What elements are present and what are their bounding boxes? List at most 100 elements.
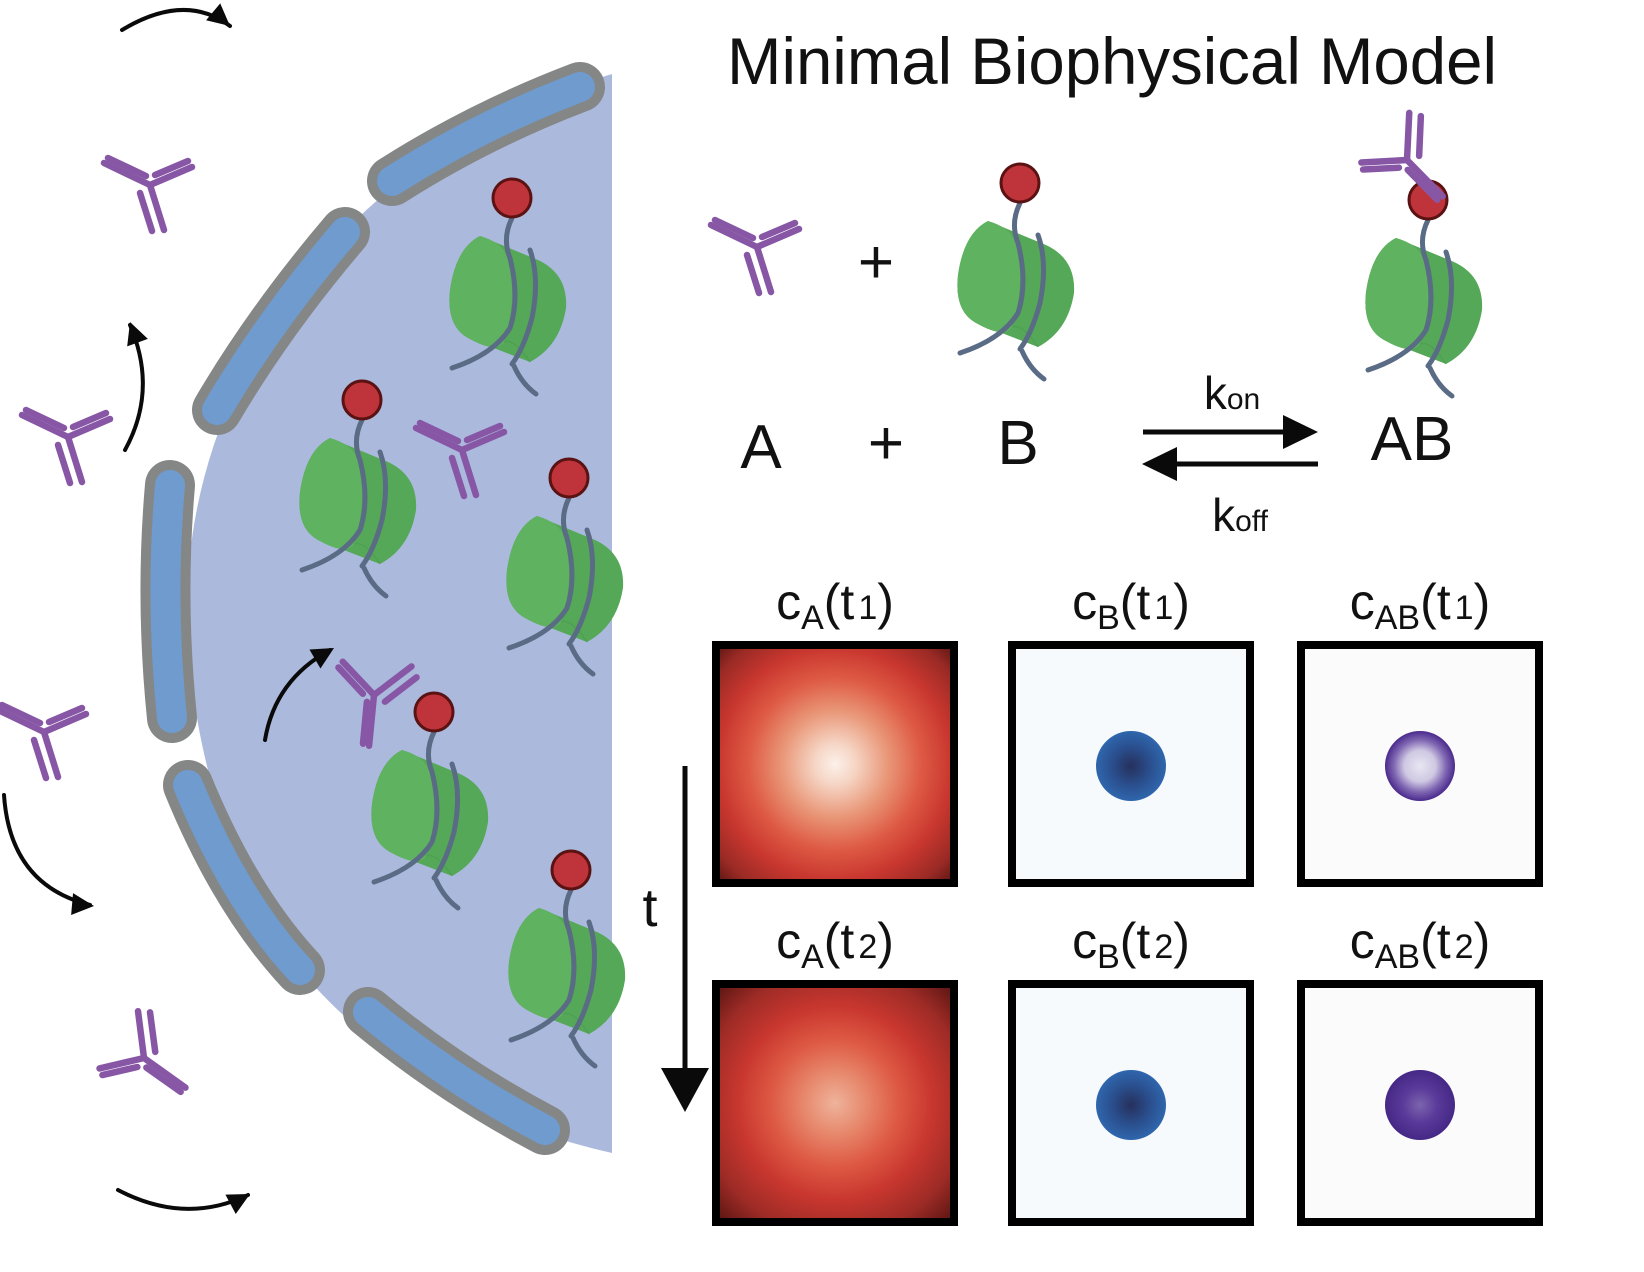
concentration-spot-ab xyxy=(1385,731,1455,801)
species-subscript: B xyxy=(1097,938,1120,976)
envelope-segment xyxy=(173,770,315,985)
paren-close: ) xyxy=(1474,913,1491,969)
nucleosome-core xyxy=(1365,220,1482,396)
species-subscript: AB xyxy=(1375,599,1420,637)
time-symbol: t xyxy=(1136,574,1150,630)
time-subscript: 1 xyxy=(1455,589,1474,627)
histone-mark xyxy=(341,379,383,421)
nucleosome-b xyxy=(957,162,1074,379)
motion-arrow xyxy=(116,1188,250,1215)
envelope-segment xyxy=(150,470,187,733)
nucleosome xyxy=(506,457,623,674)
motion-arrows xyxy=(2,3,334,1215)
paren-open: ( xyxy=(824,913,841,969)
k-on-subscript: on xyxy=(1227,383,1260,416)
reverse-reaction-arrow xyxy=(1142,447,1318,481)
antibody-icon xyxy=(0,705,86,778)
histone-mark xyxy=(413,691,455,733)
modified-nucleosome-icon xyxy=(957,162,1074,379)
product-ab-label: AB xyxy=(1371,405,1454,474)
antibody-icon xyxy=(104,158,192,231)
conc-symbol: c xyxy=(1350,574,1375,630)
icon-row-plus: + xyxy=(858,228,894,297)
time-symbol: t xyxy=(1136,913,1150,969)
histone-mark xyxy=(999,162,1041,204)
paren-close: ) xyxy=(1474,574,1491,630)
nucleosome-ab xyxy=(1365,179,1482,396)
k-off-symbol: k xyxy=(1212,489,1236,541)
antibody-icon xyxy=(711,220,799,293)
paren-close: ) xyxy=(877,913,894,969)
antibody-bound-nucleosome-icon xyxy=(1358,102,1482,396)
antibody-icon xyxy=(98,1005,197,1092)
concentration-spot-ab xyxy=(1385,1070,1455,1140)
bound-antibody-icon xyxy=(1358,102,1466,201)
equation-plus: + xyxy=(868,409,904,478)
time-symbol: t xyxy=(1437,913,1451,969)
conc-symbol: c xyxy=(1072,913,1097,969)
histone-mark xyxy=(550,849,592,891)
time-subscript: 1 xyxy=(858,589,877,627)
nucleus-illustration xyxy=(0,3,625,1215)
histone-mark xyxy=(491,177,533,219)
paren-open: ( xyxy=(824,574,841,630)
species-subscript: B xyxy=(1097,599,1120,637)
k-off-subscript: off xyxy=(1235,505,1268,538)
species-subscript: A xyxy=(801,938,824,976)
time-subscript: 2 xyxy=(1455,928,1474,966)
motion-arrow xyxy=(120,3,232,32)
figure-title: Minimal Biophysical Model xyxy=(727,24,1497,98)
nucleosomes xyxy=(299,177,625,1066)
time-arrow-head xyxy=(661,1068,709,1112)
nucleosome xyxy=(508,849,625,1066)
time-subscript: 2 xyxy=(858,928,877,966)
conc-symbol: c xyxy=(776,574,801,630)
k-on-label: kon xyxy=(1204,367,1260,419)
conc-symbol: c xyxy=(776,913,801,969)
species-subscript: AB xyxy=(1375,938,1420,976)
motion-arrow xyxy=(123,322,148,452)
concentration-field-a xyxy=(720,988,950,1218)
nucleosome xyxy=(371,691,488,908)
motion-arrow xyxy=(2,793,94,916)
conc-symbol: c xyxy=(1350,913,1375,969)
k-on-symbol: k xyxy=(1204,367,1228,419)
reaction-equation: A + B AB kon koff xyxy=(740,367,1453,541)
time-subscript: 2 xyxy=(1154,928,1173,966)
time-symbol: t xyxy=(840,574,854,630)
time-subscript: 1 xyxy=(1154,589,1173,627)
paren-close: ) xyxy=(1173,574,1190,630)
envelope-segment xyxy=(353,997,560,1145)
forward-reaction-arrow xyxy=(1143,415,1318,449)
envelope-segment xyxy=(202,217,360,425)
nuclear-envelope xyxy=(140,62,605,1155)
species-b-label: B xyxy=(997,409,1038,478)
time-symbol: t xyxy=(840,913,854,969)
antibody-icon xyxy=(22,410,110,483)
time-symbol: t xyxy=(1437,574,1451,630)
nucleosome xyxy=(449,177,566,394)
concentration-spot-b xyxy=(1096,731,1166,801)
paren-open: ( xyxy=(1420,913,1437,969)
histone-mark xyxy=(548,457,590,499)
paren-close: ) xyxy=(877,574,894,630)
paren-open: ( xyxy=(1420,574,1437,630)
time-axis: t xyxy=(642,766,709,1112)
conc-symbol: c xyxy=(1072,574,1097,630)
time-axis-label: t xyxy=(642,878,657,938)
paren-open: ( xyxy=(1120,574,1137,630)
species-subscript: A xyxy=(801,599,824,637)
k-off-label: koff xyxy=(1212,489,1268,541)
